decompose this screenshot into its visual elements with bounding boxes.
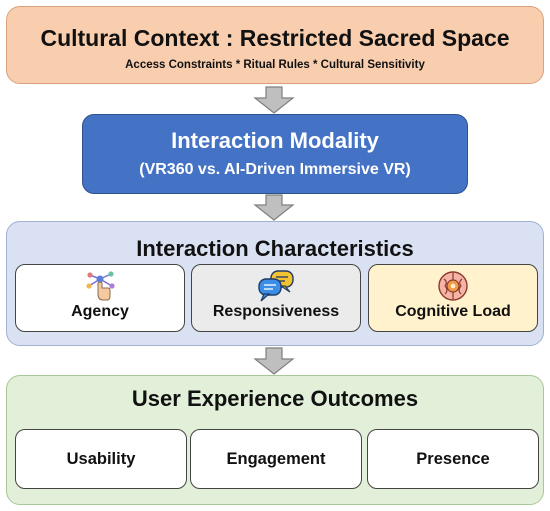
presence-label: Presence xyxy=(416,450,490,468)
responsiveness-label: Responsiveness xyxy=(212,303,340,320)
engagement-card: Engagement xyxy=(190,429,362,489)
down-arrow-icon xyxy=(253,347,295,375)
chat-bubbles-icon xyxy=(258,270,294,302)
cultural-context-title: Cultural Context : Restricted Sacred Spa… xyxy=(40,25,510,51)
user-experience-outcomes-title: User Experience Outcomes xyxy=(131,386,419,411)
cognitive-load-card: Cognitive Load xyxy=(368,264,538,332)
presence-card: Presence xyxy=(367,429,539,489)
cultural-context-subtitle: Access Constraints * Ritual Rules * Cult… xyxy=(125,59,425,71)
interaction-modality-title: Interaction Modality xyxy=(171,128,379,153)
down-arrow-icon xyxy=(253,86,295,114)
interaction-characteristics-title: Interaction Characteristics xyxy=(136,236,414,261)
interaction-characteristics-box: Interaction Characteristics Agency xyxy=(6,221,544,346)
user-experience-outcomes-box: User Experience Outcomes Usability Engag… xyxy=(6,375,544,505)
interaction-modality-box: Interaction Modality (VR360 vs. AI-Drive… xyxy=(82,114,468,194)
interaction-modality-subtitle: (VR360 vs. AI-Driven Immersive VR) xyxy=(139,161,411,178)
usability-card: Usability xyxy=(15,429,187,489)
cognitive-load-label: Cognitive Load xyxy=(395,303,511,320)
agency-card: Agency xyxy=(15,264,185,332)
usability-label: Usability xyxy=(66,450,136,468)
responsiveness-card: Responsiveness xyxy=(191,264,361,332)
down-arrow-icon xyxy=(253,194,295,221)
agency-network-hand-icon xyxy=(86,271,115,301)
brain-gear-icon xyxy=(438,271,468,301)
engagement-label: Engagement xyxy=(226,450,326,468)
cultural-context-box: Cultural Context : Restricted Sacred Spa… xyxy=(6,6,544,84)
agency-label: Agency xyxy=(71,303,129,320)
